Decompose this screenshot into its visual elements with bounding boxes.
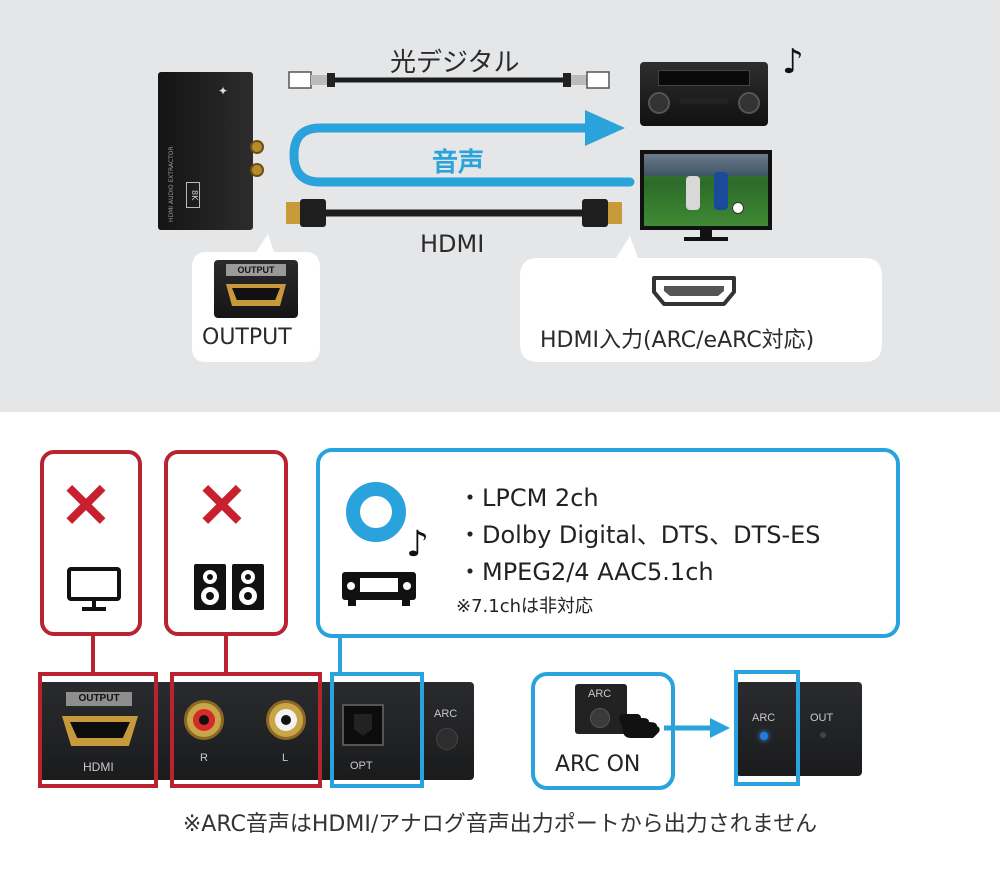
monitor-icon: [67, 567, 121, 611]
feature-item: ・LPCM 2ch: [458, 484, 599, 512]
arc-arrow: [664, 718, 730, 738]
out-indicator-label: OUT: [810, 712, 834, 724]
hdmi-cable: [286, 199, 622, 227]
audio-extractor-device: ✦ HDMI AUDIO EXTRACTOR 8K: [158, 72, 253, 230]
device-rca-jack: [250, 140, 264, 154]
port-opt-label: OPT: [350, 760, 373, 772]
arc-indicator-highlight-frame: [734, 670, 800, 786]
cross-icon: ✕: [60, 472, 112, 541]
audio-flow-arrow: [289, 110, 635, 187]
receiver-icon: [342, 572, 416, 606]
port-l-label: L: [282, 752, 289, 764]
port-output-label: OUTPUT: [66, 692, 132, 706]
out-led: [820, 732, 826, 738]
arc-on-label: ARC ON: [555, 752, 641, 777]
cross-icon: ✕: [196, 472, 248, 541]
connector-line: [338, 632, 342, 676]
rca-jack-l: [266, 700, 306, 740]
output-port-photo: OUTPUT: [214, 260, 298, 318]
arc-indicator-label: ARC: [752, 712, 776, 724]
analog-output-not-supported-box: ✕: [164, 450, 288, 636]
arc-on-bubble: ARC ARC ON: [531, 672, 675, 790]
device-rca-jack: [250, 163, 264, 177]
hdmi-output-not-supported-box: ✕: [40, 450, 142, 636]
av-receiver-icon: [640, 62, 768, 126]
pointing-hand-icon: [619, 714, 660, 738]
circle-ok-icon: [346, 482, 406, 542]
hdmi-label: HDMI: [420, 230, 485, 258]
tv-stand: [700, 230, 712, 238]
feature-item: ・Dolby Digital、DTS、DTS-ES: [458, 521, 821, 549]
connector-line: [224, 634, 228, 674]
hdmi-highlight-frame: [38, 672, 158, 788]
arc-small-label: ARC: [588, 688, 612, 700]
footer-note: ※ARC音声はHDMI/アナログ音声出力ポートから出力されません: [182, 812, 818, 837]
hdmi-port-inner: [70, 722, 130, 738]
port-arc-label: ARC: [434, 708, 458, 720]
music-note-icon: ♪: [782, 42, 804, 82]
audio-label: 音声: [432, 148, 485, 178]
music-note-icon: ♪: [406, 524, 429, 565]
optical-port: [342, 704, 384, 746]
output-bubble-label: OUTPUT: [202, 325, 292, 350]
speakers-icon: [194, 564, 264, 610]
port-r-label: R: [200, 752, 208, 764]
output-port-label: OUTPUT: [226, 264, 286, 276]
unsupported-note: ※7.1chは非対応: [456, 596, 594, 617]
port-hdmi-label: HDMI: [83, 760, 114, 774]
rca-jack-r: [184, 700, 224, 740]
rca-highlight-frame: [170, 672, 322, 788]
device-port-panel: OUTPUT HDMI R L OPT ARC: [38, 682, 474, 780]
arc-led: [760, 732, 768, 740]
device-badge: 8K: [186, 182, 200, 208]
feature-item: ・MPEG2/4 AAC5.1ch: [458, 558, 714, 586]
arc-button-photo: ARC: [575, 684, 627, 734]
tv-stand-base: [684, 237, 728, 241]
connector-line: [91, 634, 95, 674]
device-logo: ✦: [218, 84, 229, 98]
hdmi-input-label: HDMI入力(ARC/eARC対応): [540, 328, 815, 353]
optical-cable: [288, 71, 610, 89]
hdmi-port-icon: [652, 276, 736, 306]
arc-button[interactable]: [436, 728, 458, 750]
optical-highlight-frame: [330, 672, 424, 788]
optical-label: 光デジタル: [390, 48, 520, 78]
tv-icon: [640, 150, 772, 230]
optical-output-supported-box: ♪ ・LPCM 2ch ・Dolby Digital、DTS、DTS-ES ・M…: [316, 448, 900, 638]
device-text: HDMI AUDIO EXTRACTOR: [168, 146, 175, 222]
